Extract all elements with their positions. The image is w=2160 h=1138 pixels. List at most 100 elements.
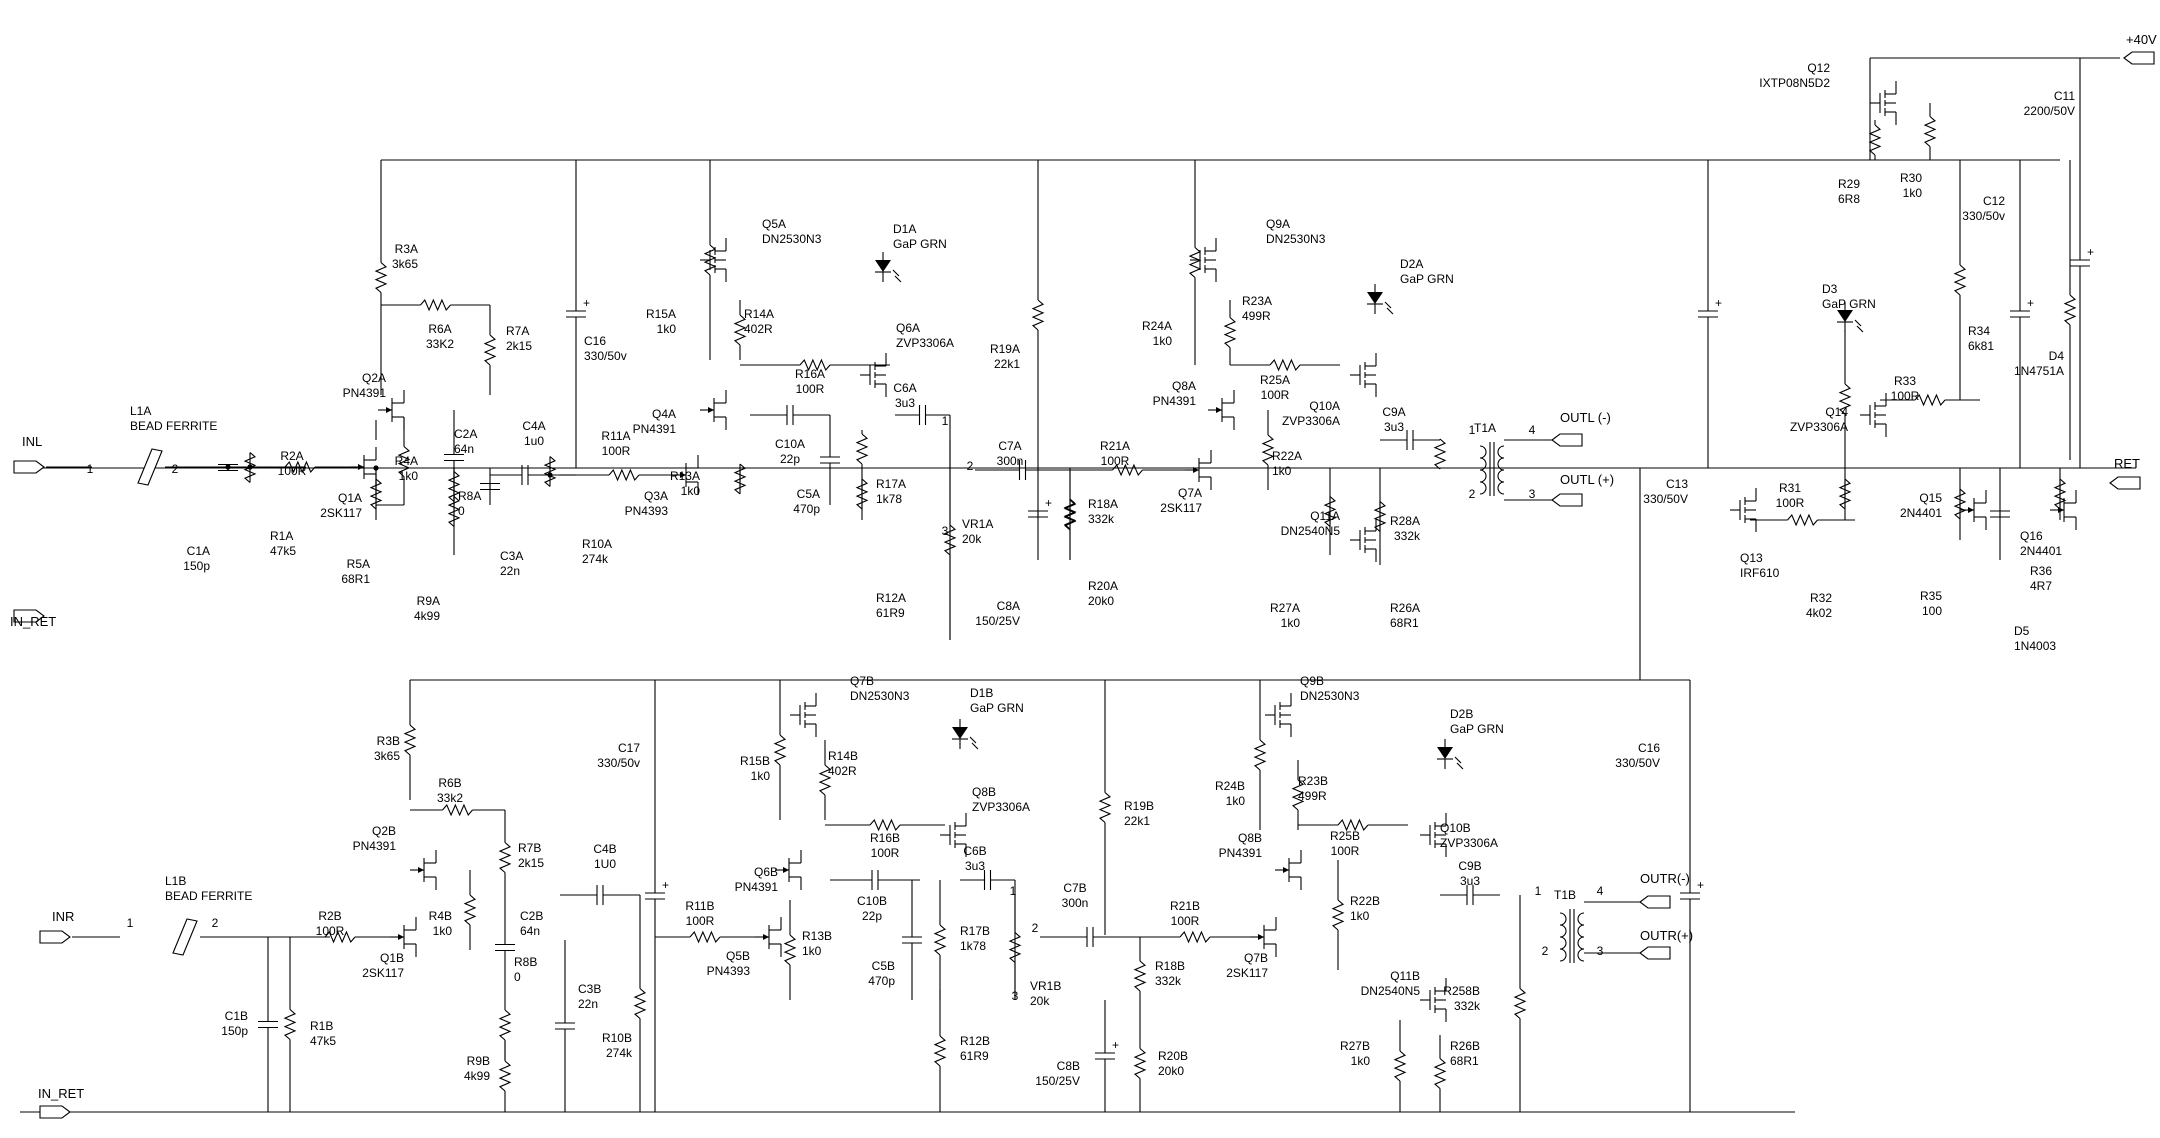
port-connector[interactable]: OUTR(+) xyxy=(1639,928,1693,960)
resistor-label: 1k0 xyxy=(1903,186,1923,200)
transistor-label: PN4391 xyxy=(735,880,779,894)
transistor xyxy=(1185,450,1212,490)
resistor-label: R26B xyxy=(1450,1039,1480,1053)
port-connector[interactable]: IN_RET xyxy=(38,1086,84,1119)
resistor xyxy=(1953,468,1967,540)
resistor-label: 100 xyxy=(1922,604,1942,618)
resistor-label: 1k0 xyxy=(1350,909,1370,923)
pin-number: 4 xyxy=(1597,884,1604,898)
port-connector[interactable]: RET xyxy=(2109,456,2141,490)
transistor-label: Q8B xyxy=(1238,831,1262,845)
port-connector[interactable]: +40V xyxy=(2123,32,2157,65)
port-label: INL xyxy=(22,434,42,449)
port-label: OUTR(-) xyxy=(1640,871,1690,886)
resistor-label: 33K2 xyxy=(426,337,454,351)
resistor-label: R4B xyxy=(429,909,452,923)
port-connector[interactable]: OUTL (+) xyxy=(1551,472,1614,507)
resistor xyxy=(740,358,890,372)
transistor-label: ZVP3306A xyxy=(1790,420,1848,434)
transistor-label: Q15 xyxy=(1919,491,1942,505)
capacitor xyxy=(830,870,920,890)
mosfet xyxy=(1870,81,1897,125)
led-label: D3 xyxy=(1822,282,1838,296)
capacitor-label: C8B xyxy=(1057,1059,1080,1073)
resistor-label: R11A xyxy=(601,429,630,443)
resistor-label: R36 xyxy=(2030,564,2052,578)
resistor-label: R7A xyxy=(506,324,529,338)
resistor xyxy=(403,680,417,800)
resistor xyxy=(1261,410,1275,490)
pin-number: 1 xyxy=(127,916,134,930)
capacitor xyxy=(560,885,640,905)
polarity-mark: + xyxy=(662,878,669,892)
transistor-label: Q14 xyxy=(1825,405,1848,419)
resistor-label: R1B xyxy=(310,1019,333,1033)
resistor xyxy=(498,1040,512,1112)
transistor-label: 2SK117 xyxy=(320,506,362,520)
pin-number: 1 xyxy=(1535,884,1542,898)
resistor-label: 1k0 xyxy=(1272,464,1292,478)
transistor-label: Q9B xyxy=(1300,674,1324,688)
resistor-label: VR1B xyxy=(1030,979,1061,993)
capacitor xyxy=(495,905,515,990)
transistor-label: IRF610 xyxy=(1740,566,1780,580)
resistor xyxy=(250,460,350,474)
capacitor-label: C16 xyxy=(1638,741,1660,755)
resistor-label: 22k1 xyxy=(1124,814,1150,828)
resistor-label: R19A xyxy=(990,342,1020,356)
capacitor xyxy=(960,870,1015,890)
resistor-label: R20B xyxy=(1158,1049,1188,1063)
resistor xyxy=(1133,937,1147,1015)
port-connector[interactable]: INR xyxy=(39,909,74,944)
resistor-label: 6k81 xyxy=(1968,339,1994,353)
transistor xyxy=(755,917,782,957)
resistor xyxy=(1373,468,1387,565)
resistor-label: R33 xyxy=(1894,374,1916,388)
resistor xyxy=(1750,513,1855,527)
resistor-label: 100R xyxy=(316,924,345,938)
capacitor xyxy=(1990,468,2010,560)
resistor xyxy=(733,463,747,495)
mosfet xyxy=(790,693,817,737)
resistor xyxy=(773,680,787,820)
resistor xyxy=(1838,468,1852,520)
pin-number: 2 xyxy=(212,916,219,930)
transistor-label: Q2B xyxy=(372,824,396,838)
mosfet xyxy=(1190,238,1217,282)
port-connector[interactable]: IN_RET xyxy=(10,609,56,629)
mosfet xyxy=(1860,393,1887,437)
resistor-label: R12B xyxy=(960,1034,990,1048)
pin-number: 2 xyxy=(172,462,179,476)
electrolytic-capacitor: + xyxy=(2070,58,2094,468)
resistor-label: 61R9 xyxy=(960,1049,989,1063)
electrolytic-capacitor: + xyxy=(2010,160,2034,468)
resistor-label: R16A xyxy=(795,367,825,381)
transistor-label: Q6B xyxy=(754,865,778,879)
resistor-label: R12A xyxy=(876,591,906,605)
resistor-label: 4k99 xyxy=(464,1069,490,1083)
resistor xyxy=(733,300,747,360)
transistor-label: 2SK117 xyxy=(1160,501,1202,515)
resistor-label: 20k0 xyxy=(1158,1064,1184,1078)
transistor-label: Q8B xyxy=(972,785,996,799)
transistor xyxy=(672,455,699,495)
mosfet xyxy=(1730,488,1757,532)
transistor-label: Q5A xyxy=(762,217,786,231)
resistor-label: R25B xyxy=(1330,829,1360,843)
port-label: OUTL (-) xyxy=(1560,410,1611,425)
capacitor-label: 330/50v xyxy=(584,349,627,363)
resistor xyxy=(397,418,411,505)
port-connector[interactable]: OUTR(-) xyxy=(1639,871,1690,909)
resistor xyxy=(1070,463,1185,477)
led-label: GaP GRN xyxy=(1450,722,1504,736)
capacitor-label: 22p xyxy=(862,909,882,923)
transistor-label: ZVP3306A xyxy=(972,800,1030,814)
port-connector[interactable]: INL xyxy=(13,434,45,474)
capacitor-label: C6B xyxy=(963,844,986,858)
resistor-label: R11B xyxy=(685,899,714,913)
capacitor-label: C9A xyxy=(1382,405,1405,419)
resistor-label: R23B xyxy=(1298,774,1328,788)
port-connector[interactable]: OUTL (-) xyxy=(1551,410,1611,447)
resistor xyxy=(410,803,505,817)
